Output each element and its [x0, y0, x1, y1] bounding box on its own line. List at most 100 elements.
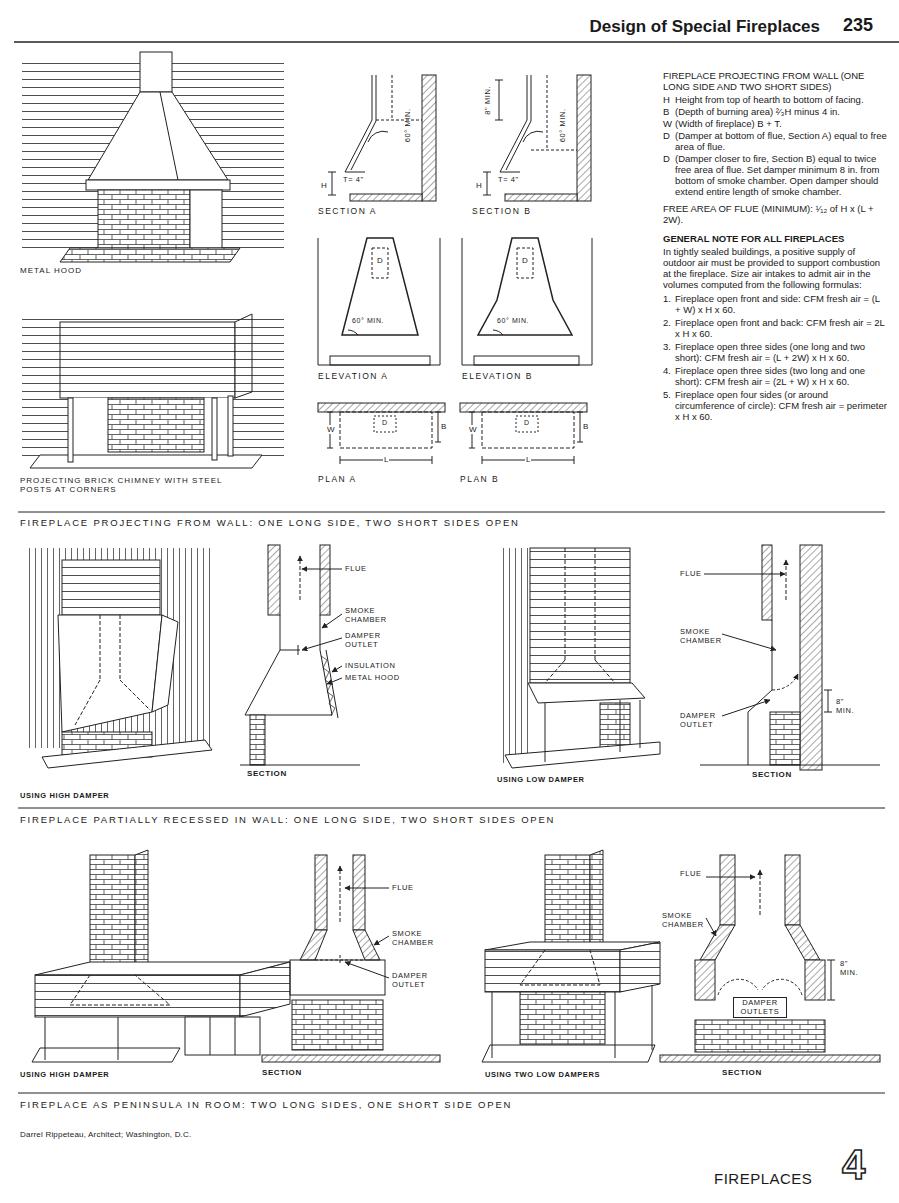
peninsula-low-damper-view — [482, 1045, 655, 1062]
elevation-b-drawing — [478, 238, 572, 335]
peninsula-low-damper-view — [520, 950, 600, 985]
brick-chimney-view — [30, 455, 262, 468]
high-damper-section — [280, 645, 300, 655]
peninsula-low-damper-section — [695, 1020, 825, 1052]
peninsula-high-damper-section — [290, 960, 385, 995]
section-b-drawing — [577, 75, 591, 201]
label-box: DAMPER OUTLETS — [733, 997, 787, 1018]
peninsula-high-damper-view — [35, 975, 240, 1017]
symbol-key: W — [663, 118, 675, 129]
section-a-drawing — [351, 75, 376, 170]
dimension: T= 4" — [498, 176, 519, 185]
peninsula-high-damper-section — [345, 962, 389, 978]
callout-label: FLUE — [345, 565, 367, 574]
low-damper-section — [722, 634, 776, 650]
page-title: Design of Special Fireplaces — [589, 17, 820, 37]
angle-note: 60° MIN. — [497, 317, 529, 325]
high-damper-section — [302, 569, 342, 570]
note-row: D(Damper at bottom of flue, Section A) e… — [663, 130, 887, 152]
dimension: T= 4" — [343, 176, 364, 185]
peninsula-low-damper-view — [492, 985, 652, 1058]
peninsula-high-damper-view — [70, 975, 170, 1005]
low-damper-section — [722, 700, 770, 716]
brick-chimney-view — [228, 396, 233, 456]
figure-caption: METAL HOOD — [20, 266, 82, 275]
peninsula-high-damper-view — [210, 1017, 235, 1055]
list-number: 3. — [663, 341, 675, 363]
note-row: D(Damper closer to fire, Section B) equa… — [663, 153, 887, 197]
section-b-drawing — [500, 75, 527, 172]
dimension: L — [383, 455, 389, 464]
plan-b-drawing — [460, 403, 587, 464]
callout-label: SMOKE CHAMBER — [345, 607, 397, 624]
angle-note: 60° MIN. — [404, 108, 413, 142]
section-caption: FIREPLACE PROJECTING FROM WALL: ONE LONG… — [20, 518, 520, 529]
plan-a-drawing — [374, 416, 396, 432]
peninsula-high-damper-section — [292, 1000, 383, 1050]
credit-line: Darrel Rippeteau, Architect; Washington,… — [20, 1130, 191, 1139]
elevation-a-drawing — [372, 248, 388, 278]
figure-caption: USING HIGH DAMPER — [20, 792, 109, 801]
high-damper-view — [25, 548, 215, 768]
note-row: 3.Fireplace open three sides (one long a… — [663, 341, 887, 363]
note-row: 1.Fireplace open front and side: CFM fre… — [663, 293, 887, 315]
low-damper-section — [762, 545, 772, 620]
view-title: SECTION B — [472, 207, 531, 217]
elevation-a-drawing — [318, 238, 440, 365]
angle-note: 60° MIN. — [352, 317, 384, 325]
low-damper-view — [545, 548, 615, 683]
high-damper-section — [268, 545, 280, 615]
peninsula-high-damper-section — [374, 936, 389, 945]
high-damper-view — [42, 740, 212, 768]
symbol-key: B — [663, 106, 675, 117]
peninsula-high-damper-view — [135, 850, 148, 975]
peninsula-high-damper-section — [262, 1055, 440, 1062]
note-row: W(Width of fireplace) B + T. — [663, 118, 887, 129]
metal-hood-view — [88, 92, 228, 180]
damper-mark: D — [382, 419, 387, 427]
peninsula-low-damper-section — [718, 979, 758, 995]
symbol-definition: Height from top of hearth to bottom of f… — [675, 94, 887, 105]
high-damper-section — [240, 765, 360, 766]
dimension: H — [321, 181, 327, 190]
damper-mark: D — [524, 419, 529, 427]
peninsula-high-damper-view — [90, 855, 135, 975]
section-caption: FIREPLACE PARTIALLY RECESSED IN WALL: ON… — [20, 815, 555, 826]
figure-caption: USING TWO LOW DAMPERS — [485, 1071, 600, 1080]
general-note: In tightly sealed buildings, a positive … — [663, 246, 887, 290]
high-damper-section — [321, 656, 335, 716]
plan-b-drawing — [460, 403, 587, 412]
low-damper-section — [772, 674, 798, 690]
peninsula-low-damper-view — [620, 942, 660, 992]
peninsula-high-damper-section — [353, 930, 380, 960]
low-damper-view — [530, 548, 630, 683]
dimension: 8" MIN. — [836, 698, 864, 715]
high-damper-view — [75, 615, 150, 725]
view-title: SECTION A — [318, 207, 377, 217]
dimension: H — [476, 181, 482, 190]
view-title: SECTION — [722, 1068, 762, 1077]
section-b-drawing — [483, 172, 491, 195]
note-heading: FIREPLACE PROJECTING FROM WALL (ONE LONG… — [663, 70, 887, 92]
metal-hood-view — [160, 92, 178, 180]
callout-label: FLUE — [680, 570, 702, 579]
high-damper-section — [240, 545, 360, 765]
figure-caption: PROJECTING BRICK CHIMNEY WITH STEEL POST… — [20, 476, 250, 494]
high-damper-section — [302, 638, 342, 650]
metal-hood-view — [22, 52, 284, 262]
peninsula-low-damper-view — [485, 950, 620, 992]
metal-hood-view — [140, 52, 172, 92]
high-damper-section — [320, 545, 330, 615]
peninsula-high-damper-section — [345, 888, 389, 889]
section-b-drawing — [495, 80, 503, 120]
low-damper-view — [500, 548, 530, 763]
high-damper-section — [300, 556, 301, 600]
peninsula-high-damper-section — [262, 855, 440, 1062]
peninsula-low-damper-section — [660, 1055, 880, 1062]
header-rule — [14, 41, 899, 43]
section-b-drawing — [506, 75, 531, 170]
dimension: B — [441, 422, 446, 431]
section-b-drawing — [531, 150, 577, 151]
callout-label: SMOKE CHAMBER — [392, 930, 444, 947]
peninsula-low-damper-section — [706, 918, 716, 936]
